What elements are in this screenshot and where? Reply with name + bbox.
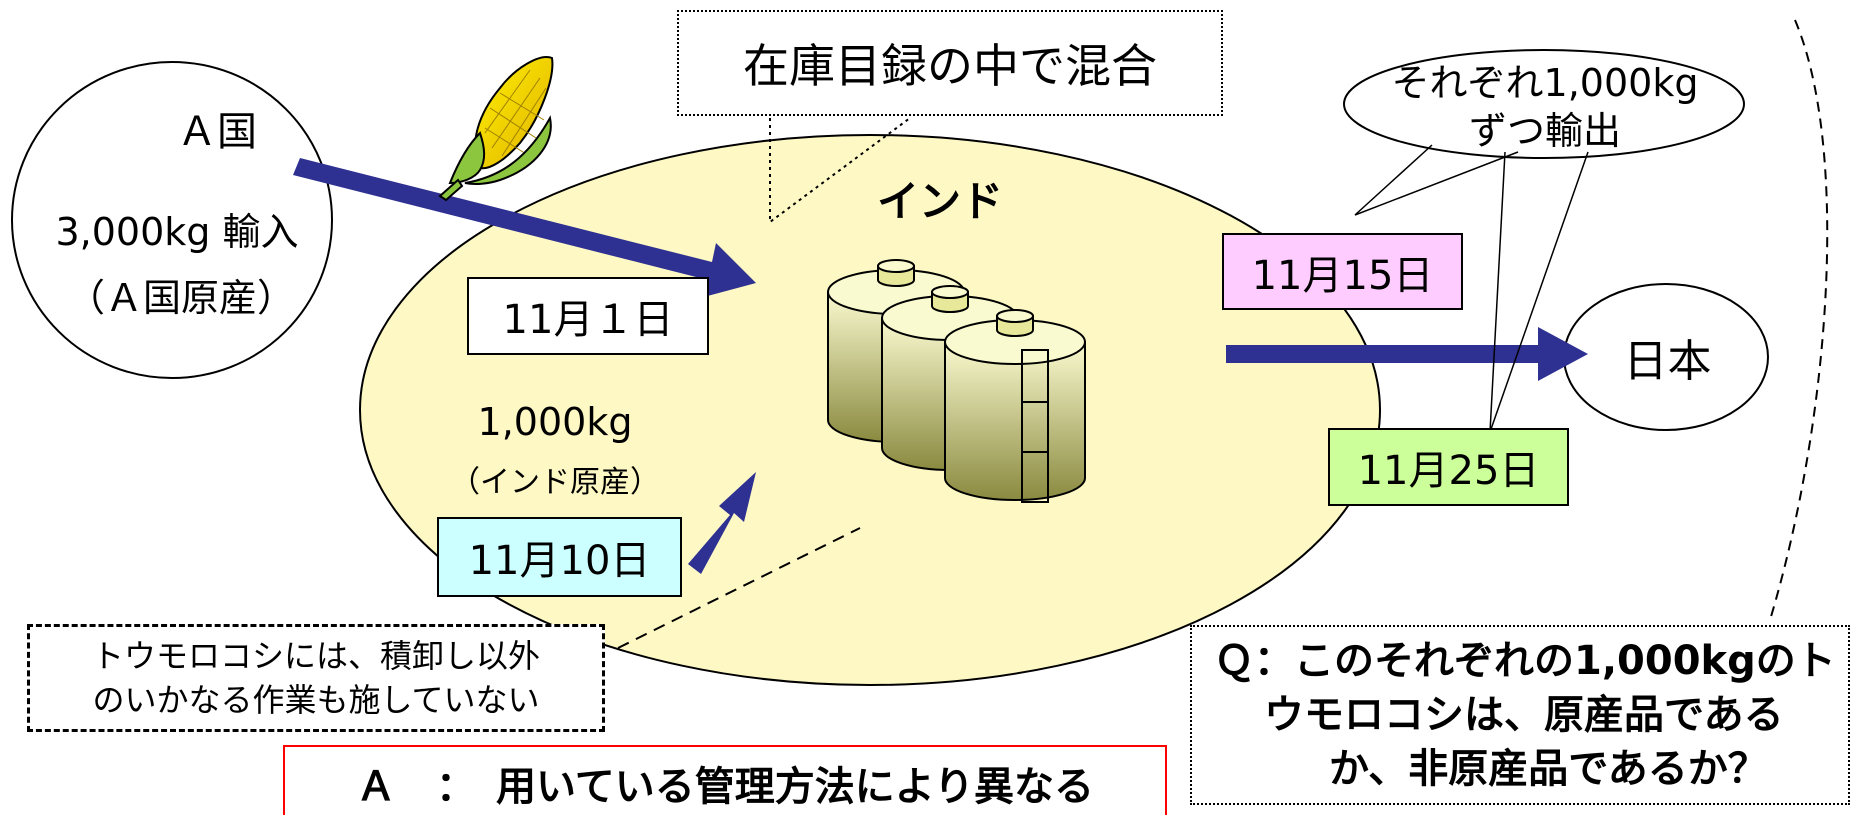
date-nov10: 11月10日 — [437, 517, 682, 597]
export-callout-line1: それぞれ1,000kg — [1391, 61, 1699, 105]
question-box: Ｑ：このそれぞれの1,000kgのト ウモロコシは、原産品である か、非原産品で… — [1190, 625, 1850, 805]
tank-ladder — [1021, 349, 1049, 503]
arrow-import-a — [293, 158, 756, 298]
note-line2: のいかなる作業も施していない — [92, 681, 540, 719]
export-callout-bubble — [1343, 49, 1745, 159]
note-box: トウモロコシには、積卸し以外 のいかなる作業も施していない — [27, 624, 605, 732]
corn-icon — [438, 56, 554, 202]
export-callout-text: それぞれ1,000kg ずつ輸出 — [1360, 56, 1730, 158]
country-a-circle — [11, 61, 333, 379]
country-a-name: Ａ国 — [177, 109, 257, 155]
date-nov15: 11月15日 — [1222, 233, 1463, 310]
question-line3: か、非原産品であるか？ — [1329, 746, 1768, 792]
arrow-export-japan — [1226, 327, 1588, 381]
japan-label: 日本 — [1623, 336, 1712, 387]
tank-right — [944, 309, 1086, 503]
boundary-line — [1769, 19, 1829, 621]
india-label: インド — [876, 176, 1003, 226]
date-nov1: 11月１日 — [467, 277, 709, 355]
country-a-import-amount: 3,000kg 輸入 — [55, 209, 299, 254]
arrow-domestic — [688, 472, 756, 574]
question-line2: ウモロコシは、原産品である — [1264, 692, 1784, 738]
mixing-callout: 在庫目録の中で混合 — [677, 10, 1223, 116]
export-callout-line2: ずつ輸出 — [1468, 109, 1621, 153]
date-nov25: 11月25日 — [1328, 428, 1569, 506]
india-domestic-amount: 1,000kg — [477, 400, 633, 444]
country-a-origin: （Ａ国原産） — [66, 275, 295, 320]
export-callout-tails — [1354, 144, 1589, 433]
india-domestic-origin: （インド原産） — [450, 465, 660, 500]
note-line1: トウモロコシには、積卸し以外 — [91, 637, 540, 675]
answer-box: Ａ ： 用いている管理方法により異なる — [283, 745, 1167, 815]
note-connector — [617, 527, 861, 649]
storage-tanks-icon — [827, 259, 1086, 503]
question-line1: Ｑ：このそれぞれの1,000kgのト — [1214, 638, 1836, 684]
